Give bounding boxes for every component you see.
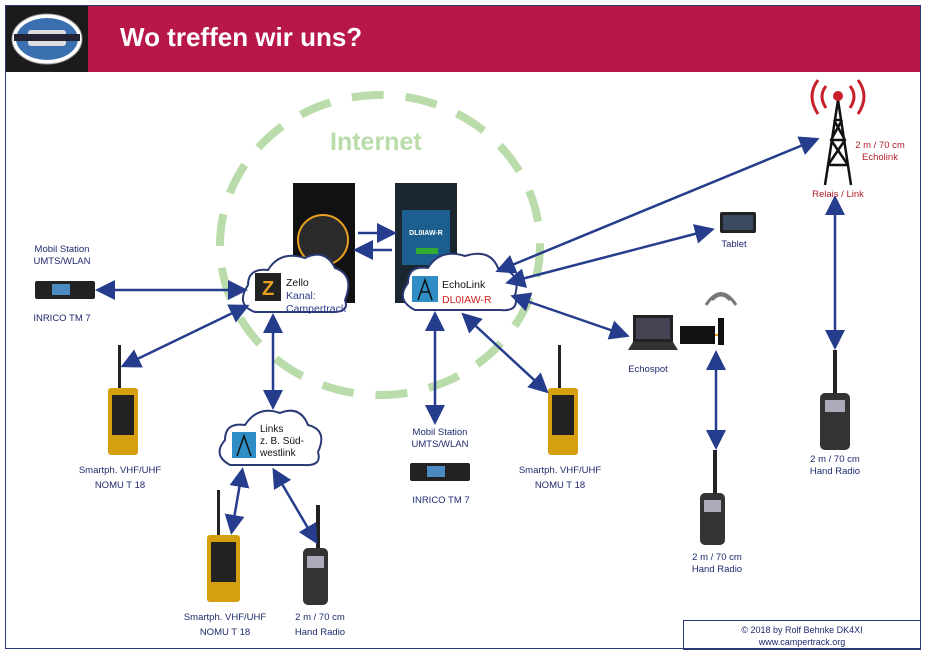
relay-label: Relais / Link	[812, 189, 864, 200]
svg-text:Z: Z	[262, 278, 274, 300]
echospot-label: Echospot	[628, 364, 668, 375]
t: Hand Radio	[691, 564, 743, 575]
tablet-label: Tablet	[721, 239, 747, 250]
t: 2 m / 70 cm	[810, 454, 860, 465]
t: NOMU T 18	[534, 480, 586, 491]
links-line2: z. B. Süd-	[260, 436, 304, 447]
zello-cloud: Z	[241, 253, 350, 314]
t: Hand Radio	[294, 627, 346, 638]
echolink-label: EchoLink DL0IAW-R	[442, 279, 492, 307]
links-cloud	[218, 409, 323, 467]
mobile-center-model: INRICO TM 7	[412, 495, 470, 506]
arrow	[224, 467, 250, 535]
handradio-right-icon	[820, 350, 850, 450]
connection-arrows	[95, 136, 845, 545]
t: Mobil Station	[34, 244, 90, 255]
arrow	[495, 136, 820, 274]
t: Mobil Station	[412, 427, 468, 438]
frame	[5, 5, 921, 649]
handradio-bottom-label: 2 m / 70 cm Hand Radio	[295, 610, 345, 640]
t: Smartph. VHF/UHF	[518, 465, 602, 476]
echospot-hotspot-icon	[680, 292, 738, 345]
arrow	[505, 224, 715, 288]
echolink-node: DL0IAW-R	[442, 294, 492, 306]
laptop-icon	[628, 315, 678, 350]
zello-label: Zello Kanal: Campertrack	[286, 277, 346, 316]
smartphone-center-label: Smartph. VHF/UHF NOMU T 18	[519, 463, 601, 493]
mobile-radio-left-icon	[35, 281, 95, 299]
t: NOMU T 18	[199, 627, 251, 638]
page-title: Wo treffen wir uns?	[120, 22, 363, 52]
t: NOMU T 18	[94, 480, 146, 491]
smartphone-left-label: Smartph. VHF/UHF NOMU T 18	[79, 463, 161, 493]
logo-emblem	[11, 13, 83, 65]
logo	[6, 6, 88, 72]
links-line3: westlink	[260, 448, 296, 459]
t: Hand Radio	[809, 466, 861, 477]
arrow	[120, 304, 250, 368]
t: 2 m / 70 cm	[692, 552, 742, 563]
smartphone-center-icon	[548, 345, 578, 455]
smartphone-bottom-icon	[207, 490, 240, 602]
t: Smartph. VHF/UHF	[183, 612, 267, 623]
arrow	[510, 292, 630, 340]
handradio-mid-icon	[700, 450, 725, 545]
t: 2 m / 70 cm	[855, 140, 905, 151]
smartphone-bottom-label: Smartph. VHF/UHF NOMU T 18	[184, 610, 266, 640]
handradio-bottom-icon	[303, 505, 328, 605]
zello-channel-label: Kanal:	[286, 290, 316, 302]
links-line1: Links	[260, 424, 284, 435]
t: Echolink	[862, 152, 898, 163]
svg-text:DL0IAW-R: DL0IAW-R	[409, 230, 443, 237]
zello-name: Zello	[286, 277, 309, 289]
relay-tower-icon	[810, 79, 866, 186]
tablet-icon	[720, 212, 756, 233]
header-bar	[88, 6, 920, 72]
t: 2 m / 70 cm	[295, 612, 345, 623]
t: UMTS/WLAN	[33, 256, 91, 267]
mobile-radio-center-icon	[410, 463, 470, 481]
t: UMTS/WLAN	[411, 439, 469, 450]
links-label: Links z. B. Süd- westlink	[260, 424, 304, 460]
arrow	[272, 467, 318, 545]
website-link[interactable]: www.campertrack.org	[758, 637, 846, 647]
t: Smartph. VHF/UHF	[78, 465, 162, 476]
smartphone-left-icon	[108, 345, 138, 455]
arrow	[461, 312, 549, 394]
zello-channel: Campertrack	[286, 303, 347, 315]
internet-label: Internet	[330, 128, 422, 156]
mobile-left-model: INRICO TM 7	[33, 313, 91, 324]
footer-credits: © 2018 by Rolf Behnke DK4XI www.campertr…	[683, 620, 921, 650]
echolink-name: EchoLink	[442, 279, 486, 291]
copyright: © 2018 by Rolf Behnke DK4XI	[741, 625, 863, 635]
